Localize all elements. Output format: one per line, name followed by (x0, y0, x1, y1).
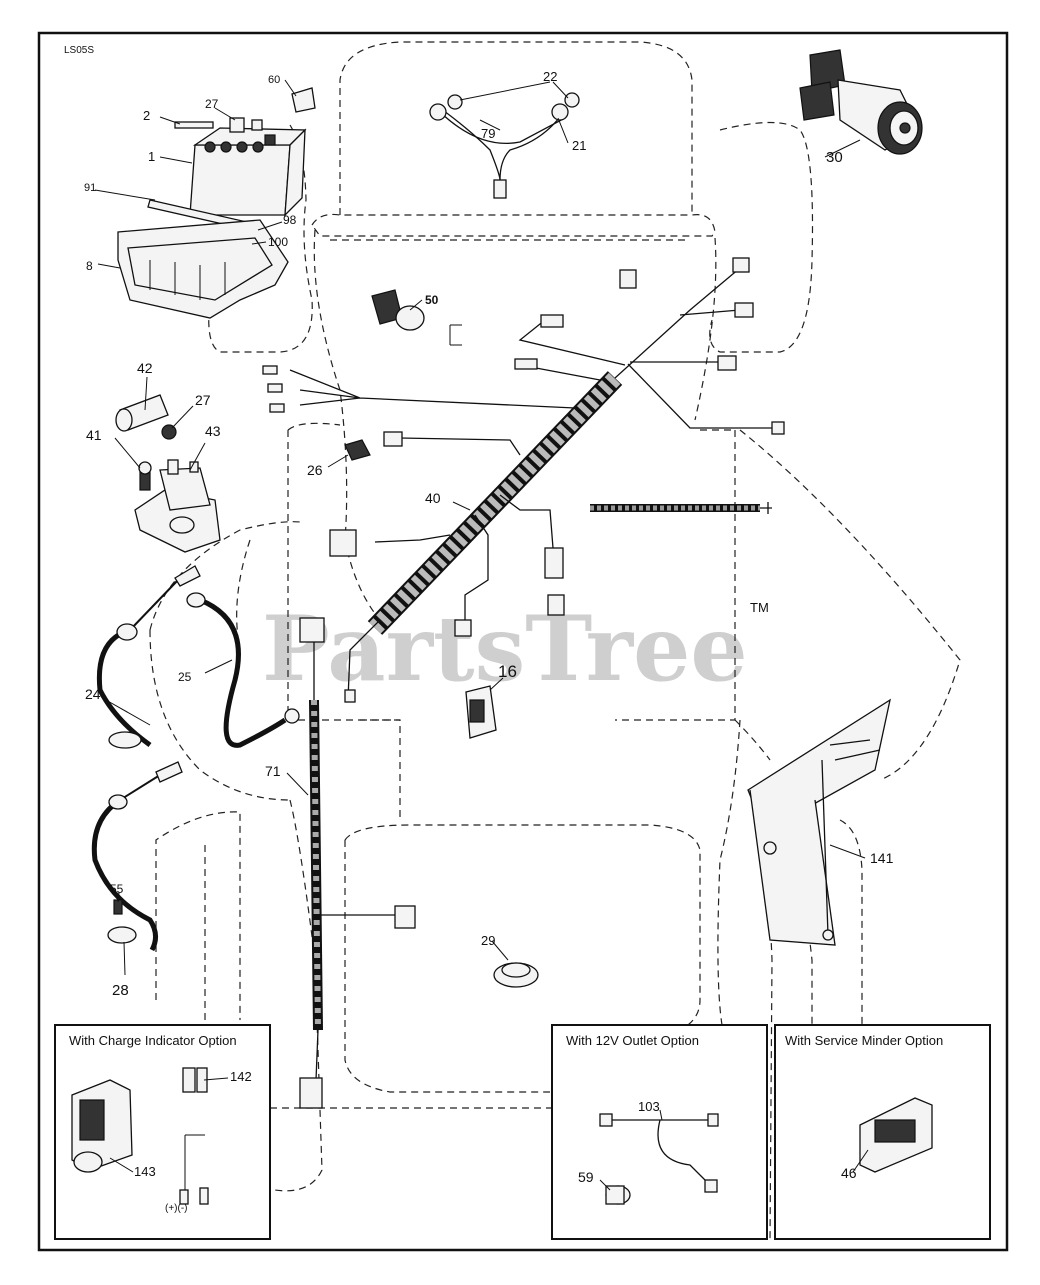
diagram-frame (37, 31, 1009, 1252)
callout-29: 29 (481, 933, 495, 948)
switch-50 (371, 289, 462, 346)
callout-41: 41 (86, 427, 102, 443)
harness-71 (299, 617, 416, 1109)
callout-142: 142 (230, 1069, 252, 1084)
callout-79: 79 (481, 126, 495, 141)
callout-labels: 60 2 27 1 91 98 100 8 22 79 21 30 50 42 … (84, 69, 894, 1185)
callout-98: 98 (283, 213, 297, 227)
callout-25: 25 (178, 670, 192, 684)
diagram-code: LS05S (64, 45, 94, 56)
callout-50: 50 (425, 293, 439, 307)
callout-100: 100 (268, 235, 288, 249)
callout-60: 60 (268, 74, 280, 86)
callout-30: 30 (826, 149, 843, 166)
main-harness (262, 257, 785, 739)
battery-cables (91, 565, 300, 952)
callout-1: 1 (148, 149, 155, 164)
service-minder-parts (859, 1097, 933, 1173)
callout-28: 28 (112, 982, 129, 999)
charge-indicator-parts (71, 1067, 209, 1205)
outlet-title: With 12V Outlet Option (566, 1033, 699, 1048)
callout-27-mid: 27 (195, 392, 211, 408)
outlet-parts (599, 1113, 719, 1205)
headlight-harness (429, 92, 580, 199)
callout-26: 26 (307, 462, 323, 478)
callout-55: 55 (110, 882, 124, 896)
callout-103: 103 (638, 1099, 660, 1114)
callout-43: 43 (205, 423, 221, 439)
callout-21: 21 (572, 138, 586, 153)
callout-143: 143 (134, 1164, 156, 1179)
watermark-trademark: TM (750, 600, 769, 615)
watermark: PartsTree (262, 596, 748, 702)
callout-71: 71 (265, 763, 281, 779)
callout-27-top: 27 (205, 97, 219, 111)
callout-2: 2 (143, 108, 150, 123)
leader-lines (94, 79, 869, 1191)
callout-22: 22 (543, 69, 557, 84)
polarity-label: (+)(-) (165, 1203, 188, 1214)
callout-40: 40 (425, 490, 441, 506)
callout-91: 91 (84, 182, 96, 194)
callout-16: 16 (498, 662, 517, 681)
charge-indicator-title: With Charge Indicator Option (69, 1033, 237, 1048)
ignition-switch (799, 49, 923, 155)
callout-141: 141 (870, 850, 894, 866)
solenoid-assembly (115, 394, 221, 553)
service-minder-title: With Service Minder Option (785, 1033, 943, 1048)
callout-42: 42 (137, 360, 153, 376)
outlet-box (551, 1024, 768, 1240)
battery-assembly (117, 87, 316, 319)
callout-59: 59 (578, 1169, 594, 1185)
bracket-141 (747, 698, 891, 946)
callout-46: 46 (841, 1165, 857, 1181)
callout-8: 8 (86, 259, 93, 273)
grommet-29 (493, 962, 539, 988)
callout-24: 24 (85, 686, 101, 702)
